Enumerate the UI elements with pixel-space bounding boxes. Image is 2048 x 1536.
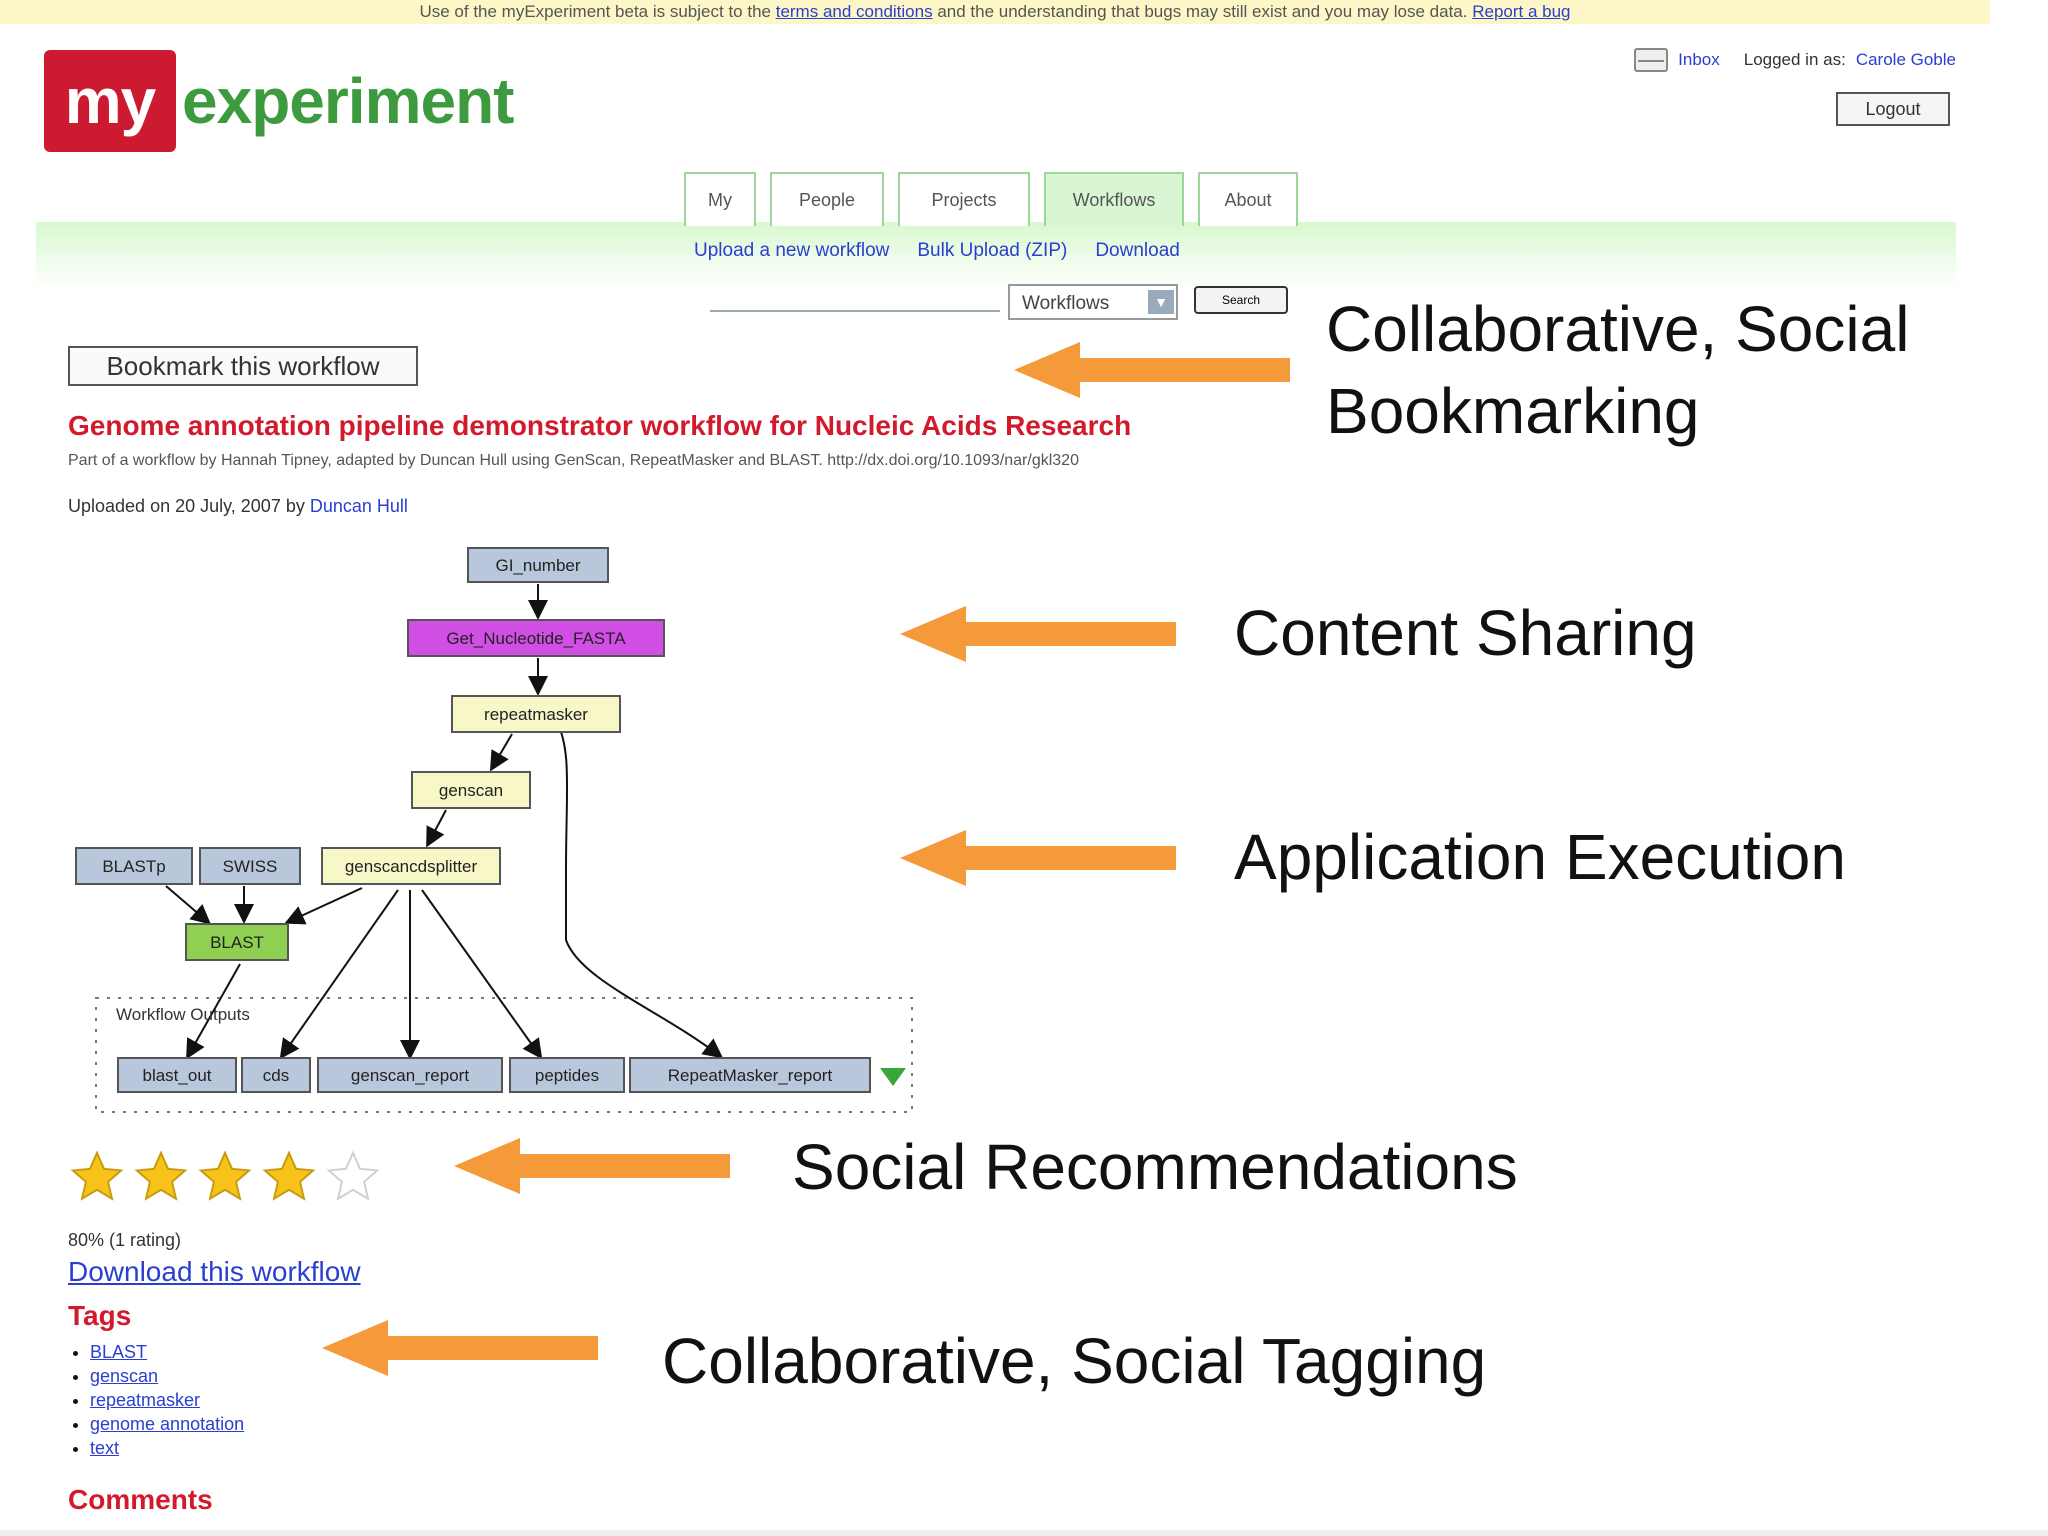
upload-info: Uploaded on 20 July, 2007 by Duncan Hull <box>68 496 408 517</box>
node-blast[interactable]: BLAST <box>185 923 289 961</box>
callout-bookmarking: Collaborative, Social Bookmarking <box>1326 288 1909 452</box>
node-gi-number[interactable]: GI_number <box>467 547 609 583</box>
node-genscan[interactable]: genscan <box>411 771 531 809</box>
terms-link[interactable]: terms and conditions <box>775 2 933 21</box>
star-empty-icon[interactable] <box>324 1148 382 1206</box>
logo-experiment-text: experiment <box>182 65 514 137</box>
tags-heading: Tags <box>68 1300 132 1331</box>
node-get-nucleotide-fasta[interactable]: Get_Nucleotide_FASTA <box>407 619 665 657</box>
tab-about[interactable]: About <box>1198 172 1298 226</box>
list-item: genome annotation <box>90 1412 244 1436</box>
upload-workflow-link[interactable]: Upload a new workflow <box>694 240 890 261</box>
report-bug-link[interactable]: Report a bug <box>1472 2 1571 21</box>
download-workflow-link[interactable]: Download this workflow <box>68 1256 361 1287</box>
outputs-label: Workflow Outputs <box>116 1005 250 1024</box>
svg-text:cds: cds <box>263 1066 289 1085</box>
output-genscan-report[interactable]: genscan_report <box>317 1057 503 1093</box>
workflow-diagram: Workflow Outputs GI_number Get_Nucleotid… <box>75 547 913 1113</box>
list-item: text <box>90 1436 244 1460</box>
star-icon[interactable] <box>196 1148 254 1206</box>
tag-link[interactable]: BLAST <box>90 1342 148 1362</box>
tab-projects[interactable]: Projects <box>898 172 1030 226</box>
rating-text: 80% (1 rating) <box>68 1230 182 1250</box>
workflow-title: Genome annotation pipeline demonstrator … <box>68 410 1132 441</box>
bulk-upload-link[interactable]: Bulk Upload (ZIP) <box>917 240 1068 261</box>
uploader-link[interactable]: Duncan Hull <box>309 496 408 516</box>
download-link-nav[interactable]: Download <box>1095 240 1180 261</box>
main-tabs: My People Projects Workflows About <box>684 172 1298 226</box>
logo-my-badge: my <box>44 50 176 152</box>
svg-text:Get_Nucleotide_FASTA: Get_Nucleotide_FASTA <box>446 629 626 648</box>
output-cds[interactable]: cds <box>241 1057 311 1093</box>
node-swiss[interactable]: SWISS <box>199 847 301 885</box>
callout-application-execution: Application Execution <box>1234 821 1846 893</box>
svg-text:SWISS: SWISS <box>223 857 278 876</box>
svg-text:genscan_report: genscan_report <box>351 1066 469 1085</box>
workflow-description: Part of a workflow by Hannah Tipney, ada… <box>68 452 1079 469</box>
notice-prefix: Use of the myExperiment beta is subject … <box>419 2 771 21</box>
svg-text:peptides: peptides <box>535 1066 599 1085</box>
tab-people[interactable]: People <box>770 172 884 226</box>
search-button[interactable]: Search <box>1194 286 1288 314</box>
star-rating[interactable] <box>68 1148 382 1206</box>
output-blast-out[interactable]: blast_out <box>117 1057 237 1093</box>
callout-bookmarking-line2: Bookmarking <box>1326 375 1700 447</box>
arrow-left-icon <box>900 830 1176 886</box>
callout-content-sharing: Content Sharing <box>1234 597 1697 669</box>
tab-my[interactable]: My <box>684 172 756 226</box>
tag-link[interactable]: genome annotation <box>90 1414 245 1434</box>
nav-band <box>36 222 1956 288</box>
page-bottom-divider <box>0 1530 2048 1536</box>
bookmark-button[interactable]: Bookmark this workflow <box>68 346 418 386</box>
output-repeatmasker-report[interactable]: RepeatMasker_report <box>629 1057 871 1093</box>
svg-text:GI_number: GI_number <box>495 556 580 575</box>
inbox-icon[interactable] <box>1634 48 1669 72</box>
arrow-left-icon <box>900 606 1176 662</box>
upload-date: Uploaded on 20 July, 2007 by <box>68 496 305 516</box>
expand-triangle-icon[interactable] <box>880 1068 906 1086</box>
svg-text:repeatmasker: repeatmasker <box>484 705 588 724</box>
comments-heading: Comments <box>68 1484 213 1515</box>
logout-button[interactable]: Logout <box>1836 92 1950 126</box>
sub-navigation: Upload a new workflow Bulk Upload (ZIP) … <box>694 240 1180 262</box>
svg-text:BLASTp: BLASTp <box>102 857 165 876</box>
output-peptides[interactable]: peptides <box>509 1057 625 1093</box>
arrow-left-icon <box>322 1320 598 1376</box>
user-name-link[interactable]: Carole Goble <box>1855 50 1956 69</box>
search-scope-value: Workflows <box>1022 293 1110 314</box>
arrow-left-icon <box>454 1138 730 1194</box>
notice-suffix: and the understanding that bugs may stil… <box>937 2 1468 21</box>
arrow-left-icon <box>1014 342 1290 398</box>
inbox-link[interactable]: Inbox <box>1678 50 1720 69</box>
search-scope-select[interactable]: Workflows ▼ <box>1008 284 1178 320</box>
callout-tagging: Collaborative, Social Tagging <box>662 1325 1487 1397</box>
callout-bookmarking-line1: Collaborative, Social <box>1326 293 1910 365</box>
tab-workflows[interactable]: Workflows <box>1044 172 1184 226</box>
star-icon[interactable] <box>260 1148 318 1206</box>
node-blastp[interactable]: BLASTp <box>75 847 193 885</box>
svg-text:genscan: genscan <box>439 781 503 800</box>
list-item: genscan <box>90 1364 244 1388</box>
tag-link[interactable]: text <box>90 1438 120 1458</box>
user-bar: Inbox Logged in as: Carole Goble <box>1634 48 1956 72</box>
notice-bar: Use of the myExperiment beta is subject … <box>0 0 1990 24</box>
tag-list: BLAST genscan repeatmasker genome annota… <box>62 1340 244 1460</box>
logged-in-label: Logged in as: <box>1743 50 1846 69</box>
list-item: BLAST <box>90 1340 244 1364</box>
list-item: repeatmasker <box>90 1388 244 1412</box>
svg-text:genscancdsplitter: genscancdsplitter <box>345 857 478 876</box>
chevron-down-icon: ▼ <box>1148 290 1174 314</box>
svg-text:BLAST: BLAST <box>210 933 264 952</box>
svg-text:blast_out: blast_out <box>143 1066 212 1085</box>
tag-link[interactable]: repeatmasker <box>90 1390 201 1410</box>
star-icon[interactable] <box>132 1148 190 1206</box>
tag-link[interactable]: genscan <box>90 1366 159 1386</box>
star-icon[interactable] <box>68 1148 126 1206</box>
site-logo[interactable]: my experiment <box>44 50 514 152</box>
callout-recommendations: Social Recommendations <box>792 1131 1518 1203</box>
node-repeatmasker[interactable]: repeatmasker <box>451 695 621 733</box>
svg-text:RepeatMasker_report: RepeatMasker_report <box>668 1066 833 1085</box>
search-input[interactable] <box>710 310 1000 312</box>
node-genscancdsplitter[interactable]: genscancdsplitter <box>321 847 501 885</box>
